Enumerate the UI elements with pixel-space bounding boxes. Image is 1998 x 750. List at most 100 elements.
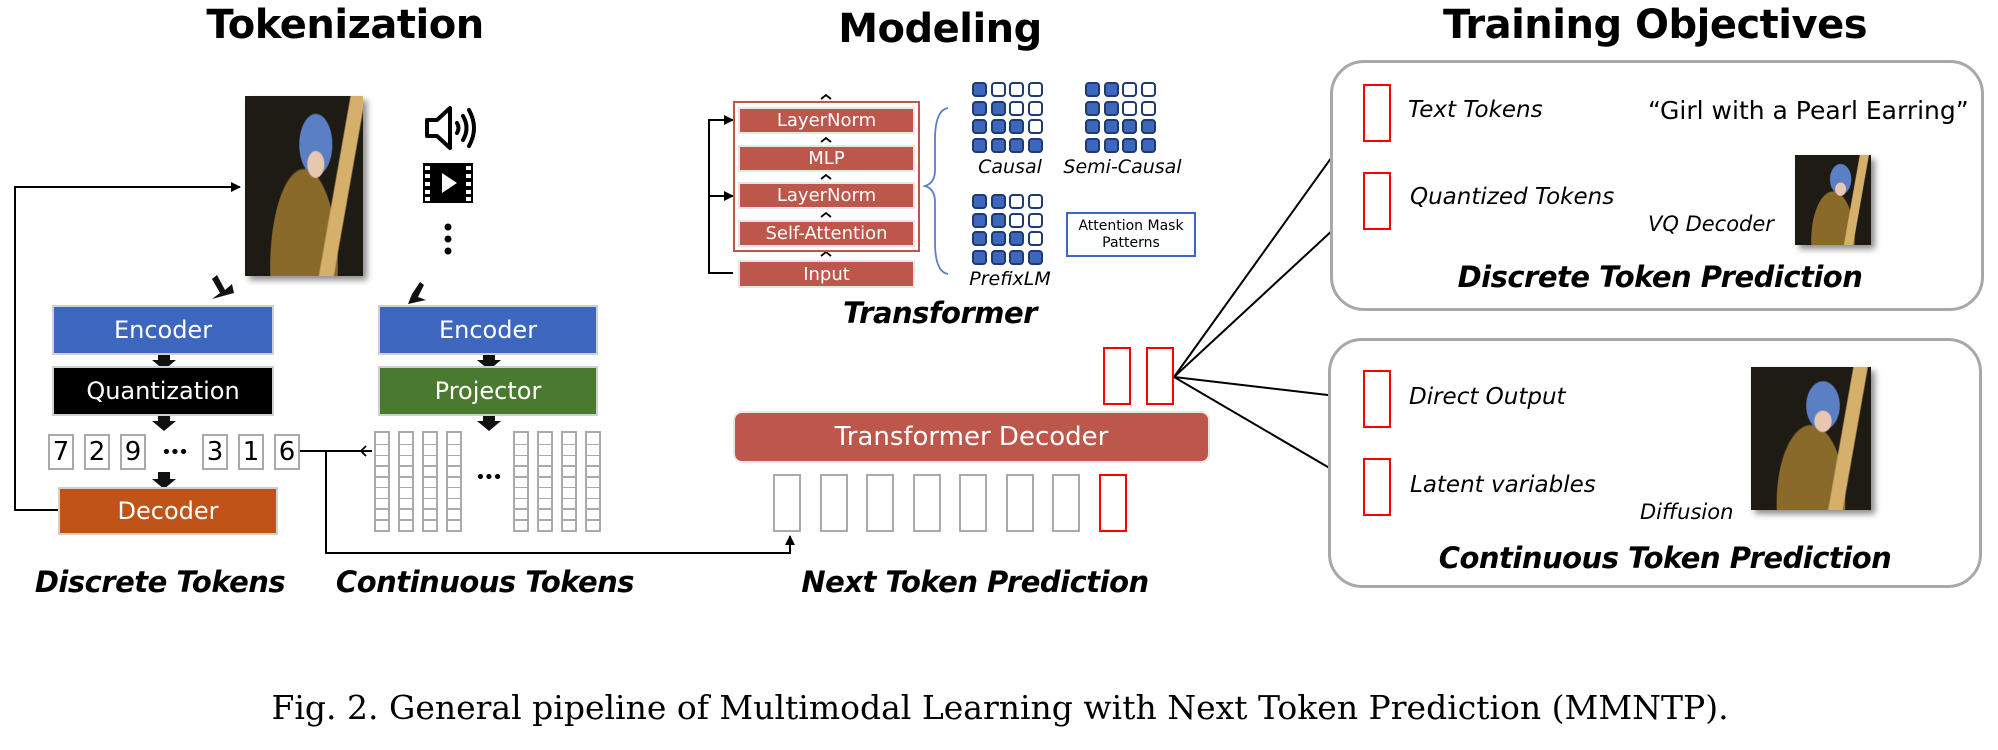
token-cell-divider <box>400 519 412 521</box>
input-token <box>959 474 987 532</box>
discrete-token: 9 <box>120 434 146 470</box>
discrete-encoder-block: Encoder <box>52 305 274 355</box>
mask-cell-attended <box>990 212 1006 228</box>
token-cell-divider <box>376 519 388 521</box>
mask-cell-attended <box>972 212 987 228</box>
mask-label-causal: Causal <box>978 156 1042 178</box>
token-cell-divider <box>424 465 436 467</box>
continuous-token-column <box>398 431 414 532</box>
token-cell-divider <box>448 454 460 457</box>
mask-pattern-semi-causal <box>1085 82 1159 156</box>
continuous-tokens-label: Continuous Tokens <box>335 565 635 599</box>
projector-block: Projector <box>378 366 598 416</box>
mask-cell-attended <box>972 249 987 265</box>
token-cell-divider <box>376 465 388 467</box>
layer-brace <box>921 107 949 275</box>
flow-arrows <box>152 275 501 489</box>
token-cell-divider <box>515 476 527 478</box>
discrete-token: 7 <box>48 434 74 470</box>
encoder-to-quant-arrow <box>152 353 176 370</box>
mask-cell-attended <box>1103 100 1119 116</box>
transformer-layer-mlp: MLP <box>738 145 915 172</box>
discrete-token-ellipsis: ••• <box>161 441 189 463</box>
more-modalities-ellipsis-icon <box>444 223 452 255</box>
mask-pattern-causal <box>972 82 1046 156</box>
transformer-label: Transformer <box>843 296 1037 330</box>
next-token-prediction-label: Next Token Prediction <box>801 565 1149 599</box>
token-cell-divider <box>424 486 436 489</box>
input-token <box>773 474 801 532</box>
mask-cell-attended <box>1103 119 1119 134</box>
quantized-token-box <box>1363 172 1391 230</box>
mask-pattern-prefixlm <box>972 194 1046 268</box>
continuous-token-prediction-title: Continuous Token Prediction <box>1438 541 1892 575</box>
token-cell-divider <box>587 486 599 489</box>
input-image-painting <box>245 96 363 276</box>
token-cell-divider <box>376 497 388 500</box>
token-cell-divider <box>563 508 575 510</box>
tokens-to-decoder-arrow <box>152 472 176 489</box>
token-cell-divider <box>424 454 436 457</box>
image-to-continuous-arrow <box>408 282 426 304</box>
token-cell-divider <box>400 454 412 457</box>
transformer-layer-frame <box>733 101 920 252</box>
continuous-output-image <box>1751 367 1871 510</box>
mask-cell-masked <box>1027 82 1043 97</box>
mask-cell-attended <box>972 231 987 246</box>
continuous-token-column <box>561 431 577 532</box>
token-cell-divider <box>539 497 551 500</box>
token-cell-divider <box>448 476 460 478</box>
mask-cell-attended <box>972 82 987 97</box>
discrete-token-prediction-title: Discrete Token Prediction <box>1457 260 1863 294</box>
output-token-predicted <box>1146 347 1174 405</box>
mask-cell-attended <box>1085 137 1100 153</box>
mask-cell-attended <box>990 137 1006 153</box>
feedback-loop-line <box>14 182 241 511</box>
token-cell-divider <box>539 476 551 478</box>
text-tokens-label: Text Tokens <box>1408 97 1543 123</box>
mask-cell-attended <box>1009 249 1024 265</box>
mask-cell-attended <box>972 137 987 153</box>
discrete-tokens-label: Discrete Tokens <box>34 565 286 599</box>
projector-to-tokens-arrow <box>477 414 501 431</box>
token-cell-divider <box>400 486 412 489</box>
mask-cell-attended <box>1009 119 1024 134</box>
token-cell-divider <box>515 465 527 467</box>
mask-cell-masked <box>1009 82 1024 97</box>
mask-cell-attended <box>972 100 987 116</box>
video-film-icon <box>423 163 473 203</box>
quantized-tokens-label: Quantized Tokens <box>1410 184 1615 210</box>
discrete-decoder-block: Decoder <box>58 487 278 535</box>
direct-output-token-box <box>1363 370 1391 428</box>
token-cell-divider <box>400 465 412 467</box>
mask-cell-masked <box>1140 100 1156 116</box>
token-cell-divider <box>515 519 527 521</box>
token-cell-divider <box>400 497 412 500</box>
text-token-box <box>1363 84 1391 142</box>
mask-cell-masked <box>1027 231 1043 246</box>
mask-cell-attended <box>972 119 987 134</box>
token-cell-divider <box>539 519 551 521</box>
mask-cell-masked <box>1122 100 1137 116</box>
token-cell-divider <box>515 486 527 489</box>
mask-cell-masked <box>1027 100 1043 116</box>
token-cell-divider <box>587 508 599 510</box>
mask-cell-attended <box>1140 119 1156 134</box>
speaker-icon <box>425 106 476 150</box>
transformer-input-block: Input <box>738 260 915 288</box>
discrete-token: 6 <box>274 434 300 470</box>
continuous-token-column <box>446 431 462 532</box>
discrete-token: 2 <box>84 434 110 470</box>
mask-cell-attended <box>990 119 1006 134</box>
tokens-to-decoder-line <box>325 451 795 554</box>
token-cell-divider <box>448 443 460 446</box>
token-cell-divider <box>563 519 575 521</box>
token-cell-divider <box>539 465 551 467</box>
token-cell-divider <box>515 454 527 457</box>
text-output-caption: “Girl with a Pearl Earring” <box>1648 96 1969 125</box>
vq-output-image <box>1795 155 1871 245</box>
discrete-token: 3 <box>202 434 228 470</box>
mask-cell-attended <box>1009 137 1024 153</box>
mask-cell-attended <box>1027 137 1043 153</box>
transformer-layer-layernorm-bottom: LayerNorm <box>738 182 915 209</box>
